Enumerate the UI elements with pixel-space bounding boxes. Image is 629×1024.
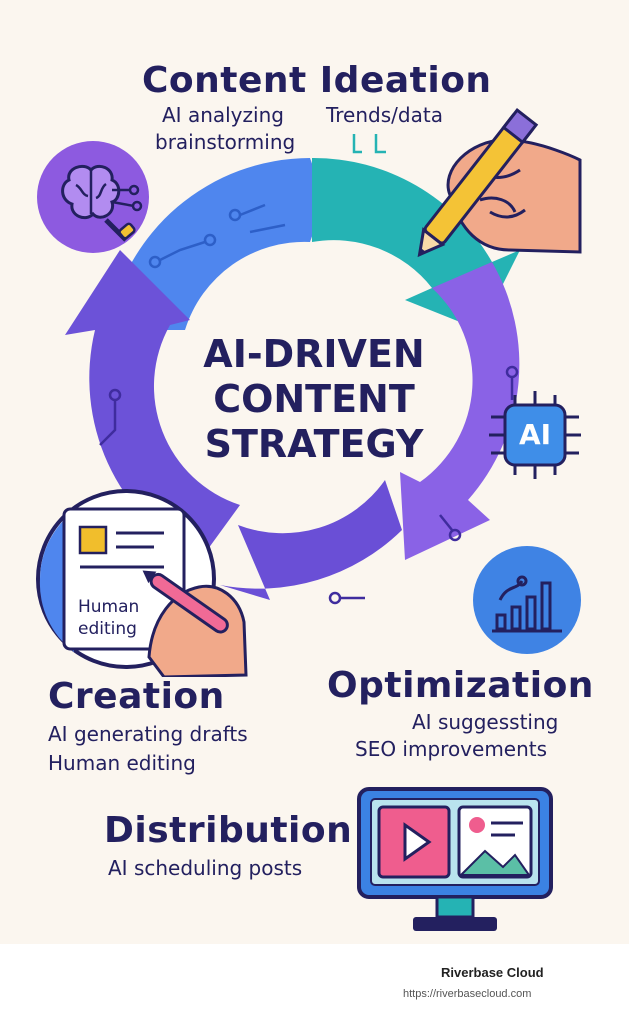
ideation-trends: Trends/data	[326, 103, 443, 127]
arrow-purple	[400, 262, 520, 560]
arrow-violet	[220, 480, 402, 600]
creation-line2: Human editing	[48, 751, 196, 775]
arrow-left	[65, 250, 240, 560]
ai-chip-icon	[485, 385, 585, 485]
brain-circuit-icon	[36, 140, 151, 255]
center-title-line3: STRATEGY	[204, 422, 424, 466]
optimization-line1: AI suggessting	[412, 710, 559, 734]
ideation-line1: AI analyzing	[162, 103, 284, 127]
center-title-line1: AI-DRIVEN	[203, 332, 425, 376]
distribution-title: Distribution	[104, 810, 353, 851]
arrow-blue	[108, 158, 325, 330]
pencil-hand-icon	[380, 100, 590, 260]
chip-label: AI	[518, 418, 552, 451]
ideation-line2: brainstorming	[155, 130, 296, 154]
document-caption-line2: editing	[78, 619, 137, 639]
document-edit-icon	[34, 487, 254, 679]
trends-bracket-icon	[352, 134, 386, 154]
distribution-line1: AI scheduling posts	[108, 856, 303, 880]
optimization-title: Optimization	[327, 665, 594, 706]
document-caption: Human editing	[78, 596, 139, 640]
optimization-line2: SEO improvements	[355, 737, 548, 761]
infographic: AI	[0, 0, 629, 944]
media-monitor-icon	[355, 785, 555, 940]
footer-brand: Riverbase Cloud	[441, 965, 544, 980]
document-caption-line1: Human	[78, 597, 140, 617]
creation-title: Creation	[48, 676, 225, 717]
ideation-title: Content Ideation	[142, 60, 492, 101]
bar-chart-icon	[472, 545, 582, 655]
creation-line1: AI generating drafts	[48, 722, 248, 746]
center-title-line2: CONTENT	[213, 377, 415, 421]
footer-url[interactable]: https://riverbasecloud.com	[403, 988, 532, 1000]
center-title: AI-DRIVEN CONTENT STRATEGY	[164, 332, 464, 467]
cycle-arrows	[65, 157, 520, 605]
